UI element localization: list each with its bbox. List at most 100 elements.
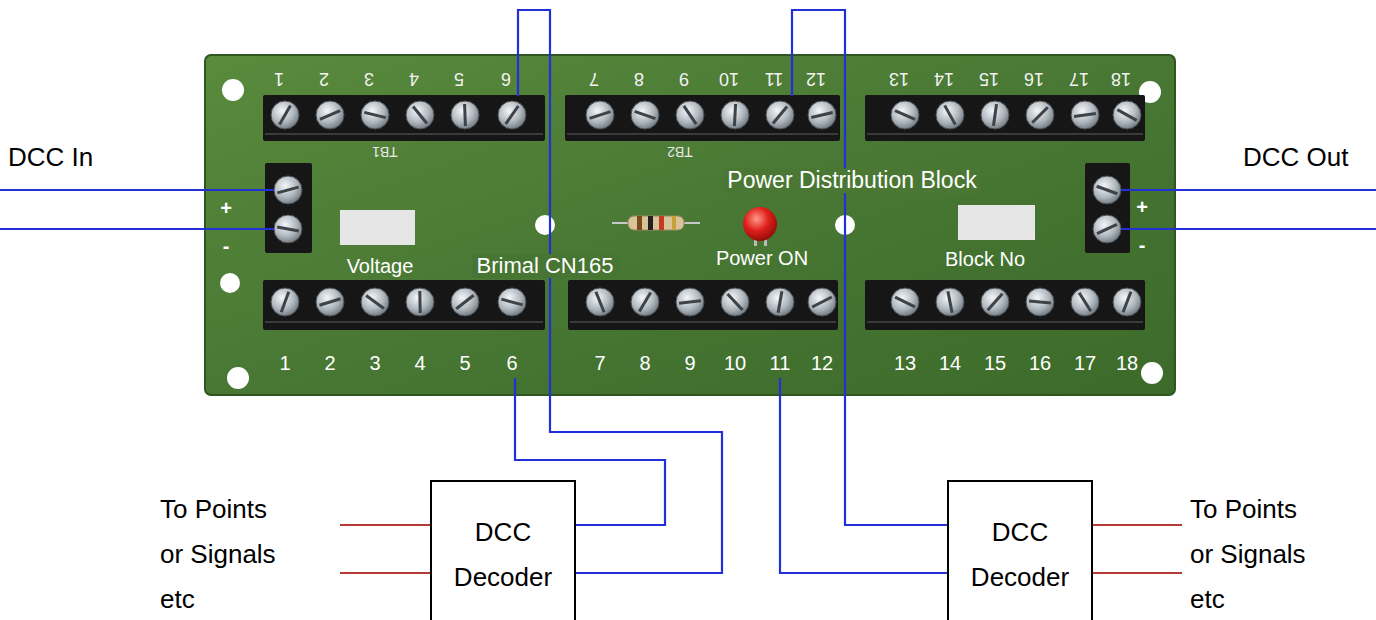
terminal-number: 5 [454,68,464,88]
screw [676,101,704,129]
terminal-number: 6 [506,352,517,374]
screw [766,101,794,129]
terminal-number: 14 [939,352,961,374]
terminal-number: 4 [409,68,419,88]
polarity-mark: - [223,235,230,257]
board-marking: TB2 [667,143,693,158]
screw [316,101,344,129]
terminal-number: 7 [589,68,599,88]
led-symbol [743,207,777,246]
block-label-area [958,205,1035,240]
terminal-screws [271,101,1141,316]
terminal-number: 15 [979,68,999,88]
output-note: To Points or Signals etc [1190,487,1322,620]
terminal-number: 16 [1024,68,1044,88]
screw [274,215,302,243]
screw [498,288,526,316]
screw [271,101,299,129]
screw [766,288,794,316]
decoder-label: DCC Decoder [432,510,574,600]
wire-label: DCC In [8,143,93,172]
terminal-number: 17 [1074,352,1096,374]
screw [981,101,1009,129]
screw [808,101,836,129]
terminal-number: 14 [934,68,954,88]
board-marking: Voltage [347,255,414,277]
wire-label: DCC Out [1243,143,1348,172]
terminal-number: 18 [1116,352,1138,374]
screw [406,101,434,129]
terminal-number: 3 [364,68,374,88]
terminal-number: 8 [639,352,650,374]
polarity-mark: + [1136,196,1148,218]
terminal-number: 18 [1111,68,1131,88]
terminal-number: 13 [889,68,909,88]
screw [361,101,389,129]
terminal-number: 9 [684,352,695,374]
screw [808,288,836,316]
screw [981,288,1009,316]
terminal-number: 6 [501,68,511,88]
circuit-board [205,55,1175,395]
dcc-out-wire [1121,189,1376,191]
polarity-mark: + [220,197,232,219]
decoder-wire [780,378,947,573]
screw [1071,101,1099,129]
board-marking: Power ON [716,247,808,269]
terminal-number: 2 [324,352,335,374]
terminal-number: 8 [634,68,644,88]
terminal-number: 11 [765,68,784,88]
mounting-holes [220,79,1163,389]
resistor-symbol [612,216,700,230]
terminal-number: 4 [414,352,425,374]
terminal-number: 12 [806,68,826,88]
dcc-in-wire [0,189,274,191]
screw [451,101,479,129]
screw [406,288,434,316]
screw [1026,101,1054,129]
board-marking: Power Distribution Block [723,168,980,193]
screw [271,288,299,316]
decoder-wire [792,10,947,525]
terminal-number: 5 [459,352,470,374]
screw [1071,288,1099,316]
terminal-number: 2 [319,68,329,88]
terminal-number: 9 [679,68,689,88]
screw [361,288,389,316]
screw [498,101,526,129]
terminal-blocks [263,95,1145,330]
terminal-number: 1 [279,352,290,374]
terminal-number: 10 [719,68,739,88]
screw [891,288,919,316]
terminal-number: 12 [811,352,833,374]
terminal-number: 11 [770,352,791,374]
screw [631,101,659,129]
board-marking: TB1 [372,143,398,158]
dcc-wires [0,10,1376,573]
screw [891,101,919,129]
screw [586,288,614,316]
screw [451,288,479,316]
decoder-box: DCC Decoder [947,480,1093,620]
terminal-number: 1 [274,68,284,88]
board-marking: Brimal CN165 [473,254,618,278]
screw [274,176,302,204]
screw [721,101,749,129]
screw [1026,288,1054,316]
voltage-label-area [340,210,415,245]
terminal-number: 16 [1029,352,1051,374]
terminal-number: 3 [369,352,380,374]
dcc-out-wire [1121,228,1376,230]
screw [631,288,659,316]
screw [1113,288,1141,316]
screw [936,101,964,129]
screw [1093,215,1121,243]
terminal-number: 15 [984,352,1006,374]
polarity-mark: - [1139,234,1146,256]
screw [1113,101,1141,129]
screw [1093,176,1121,204]
screw [721,288,749,316]
screw [586,101,614,129]
